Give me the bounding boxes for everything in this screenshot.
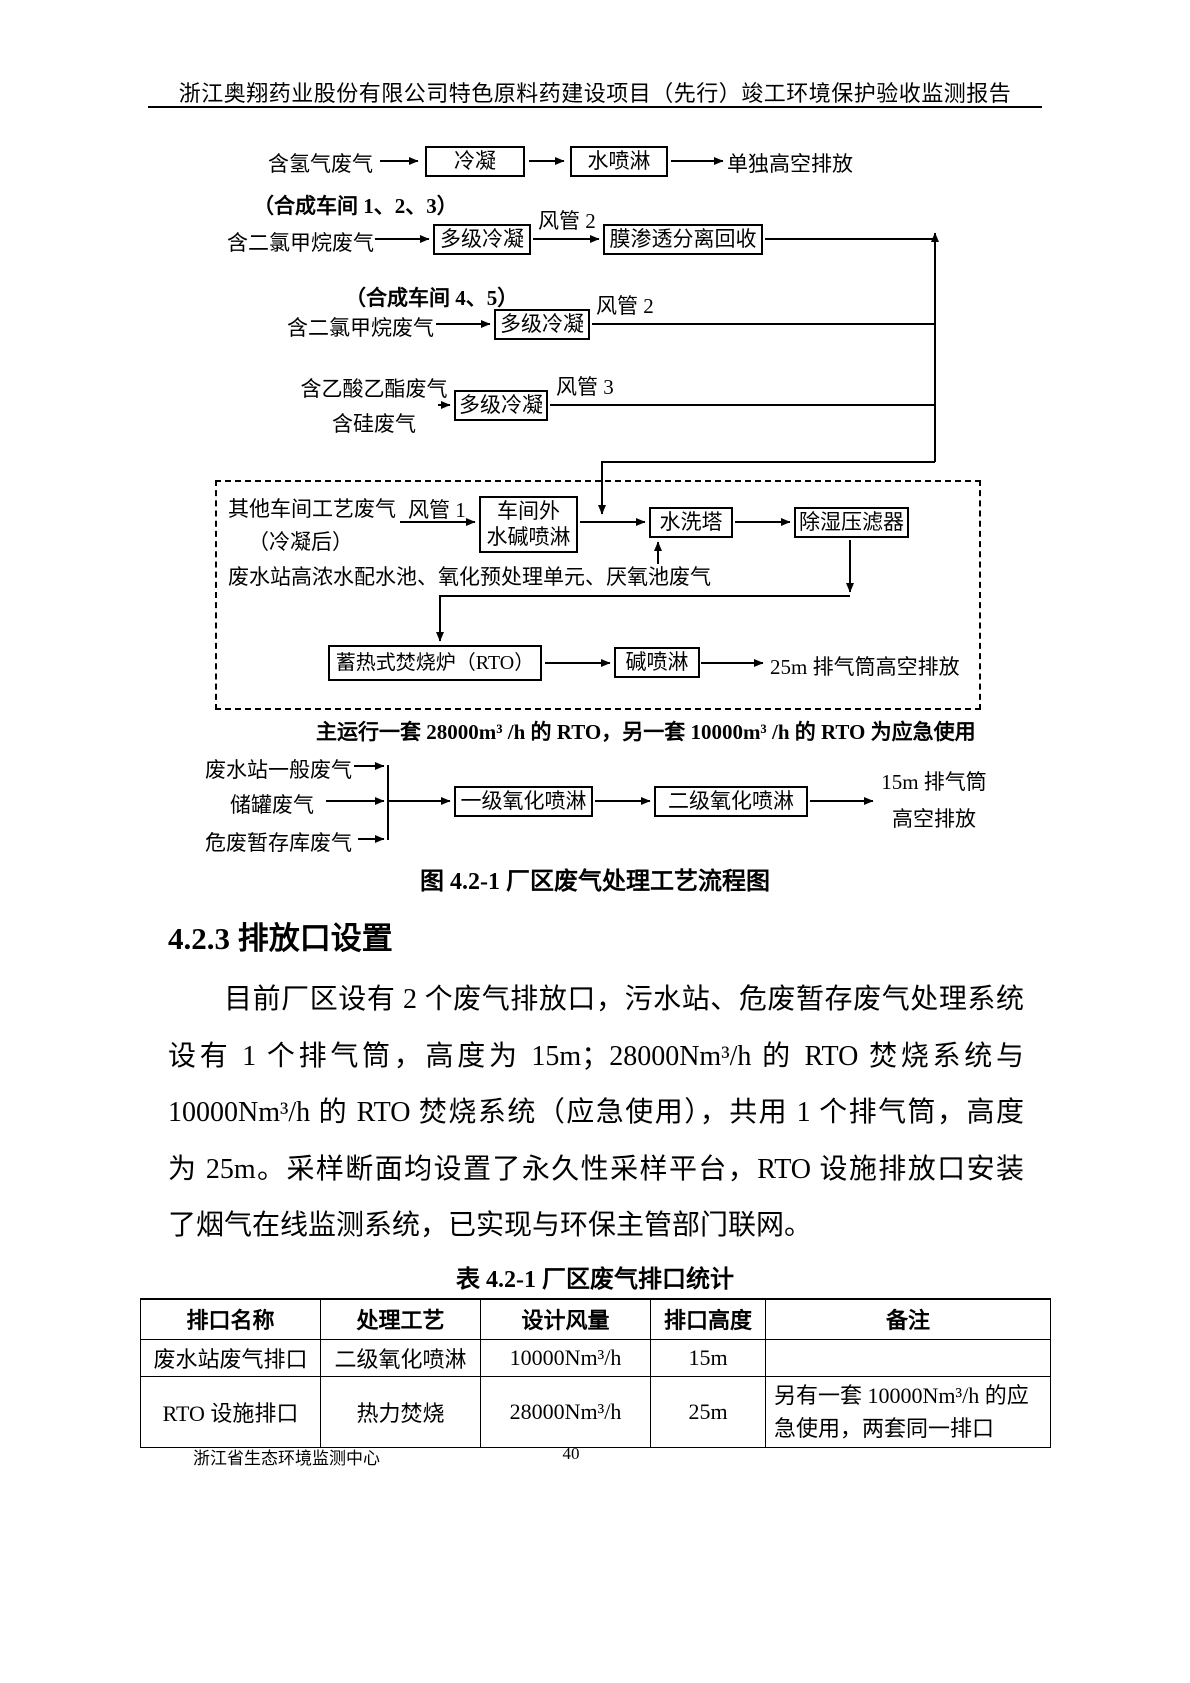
hazardous-storage-source-label: 危废暂存库废气 bbox=[205, 831, 352, 855]
workshop-45-label: （合成车间 4、5） bbox=[345, 286, 519, 310]
outdoor-alkali-spray-line1: 车间外 bbox=[497, 499, 560, 524]
stack-15m-outlet-label: 15m 排气筒 高空排放 bbox=[876, 764, 992, 838]
paragraph-line: 了烟气在线监测系统，已实现与环保主管部门联网。 bbox=[168, 1210, 813, 1241]
figure-caption: 图 4.2-1 厂区废气处理工艺流程图 bbox=[420, 869, 770, 895]
stack-25m-outlet-label: 25m 排气筒高空排放 bbox=[770, 655, 960, 679]
other-workshop-source-line1: 其他车间工艺废气 bbox=[228, 497, 396, 521]
outdoor-alkali-spray-line2: 水碱喷淋 bbox=[486, 524, 571, 549]
separate-outlet-label: 单独高空排放 bbox=[727, 152, 853, 176]
table-caption: 表 4.2-1 厂区废气排口统计 bbox=[456, 1267, 734, 1293]
cell-process: 热力焚烧 bbox=[320, 1375, 481, 1448]
paragraph-line: 10000Nm³/h 的 RTO 焚烧系统（应急使用），共用 1 个排气筒，高度 bbox=[168, 1097, 1024, 1128]
alkali-spray-box: 碱喷淋 bbox=[614, 647, 700, 678]
col-header-design-flow: 设计风量 bbox=[480, 1298, 651, 1340]
cell-outlet-height: 25m bbox=[650, 1375, 766, 1448]
cell-process: 二级氧化喷淋 bbox=[320, 1338, 481, 1377]
duct-1-label: 风管 1 bbox=[408, 498, 466, 522]
cell-outlet-name: RTO 设施排口 bbox=[140, 1375, 321, 1448]
rto-capacity-note: 主运行一套 28000m³ /h 的 RTO，另一套 10000m³ /h 的 … bbox=[316, 720, 976, 744]
dcm-source-label-1: 含二氯甲烷废气 bbox=[227, 231, 374, 255]
rto-incinerator-box: 蓄热式焚烧炉（RTO） bbox=[328, 645, 542, 681]
cell-remark: 另有一套 10000Nm³/h 的应急使用，两套同一排口 bbox=[765, 1375, 1051, 1448]
ethyl-silicon-source-label: 含乙酸乙酯废气 含硅废气 bbox=[300, 372, 448, 442]
cell-design-flow: 10000Nm³/h bbox=[480, 1338, 651, 1377]
cell-outlet-height: 15m bbox=[650, 1338, 766, 1377]
wastewater-general-source-label: 废水站一般废气 bbox=[205, 758, 352, 782]
rto-system-boundary bbox=[215, 480, 981, 710]
paragraph-line: 设有 1 个排气筒，高度为 15m；28000Nm³/h 的 RTO 焚烧系统与 bbox=[168, 1040, 1024, 1072]
duct-2-label-b: 风管 2 bbox=[596, 294, 654, 318]
stack-15m-line2: 高空排放 bbox=[892, 807, 976, 831]
col-header-outlet-height: 排口高度 bbox=[650, 1298, 766, 1340]
stack-15m-line1: 15m 排气筒 bbox=[881, 770, 987, 794]
col-header-outlet-name: 排口名称 bbox=[140, 1298, 321, 1340]
section-heading: 4.2.3 排放口设置 bbox=[168, 921, 393, 956]
water-spray-box: 水喷淋 bbox=[570, 146, 668, 177]
dehumidify-filter-box: 除湿压滤器 bbox=[794, 507, 909, 538]
stage1-oxidation-spray-box: 一级氧化喷淋 bbox=[454, 786, 593, 817]
ethyl-source-line1: 含乙酸乙酯废气 bbox=[300, 377, 448, 401]
header-rule bbox=[148, 106, 1042, 108]
cell-design-flow: 28000Nm³/h bbox=[480, 1375, 651, 1448]
condense-box: 冷凝 bbox=[425, 146, 525, 177]
footer-organization: 浙江省生态环境监测中心 bbox=[193, 1449, 380, 1468]
hydrogen-source-label: 含氢气废气 bbox=[268, 152, 373, 176]
workshop-123-label: （合成车间 1、2、3） bbox=[253, 194, 458, 218]
multistage-condense-box-2: 多级冷凝 bbox=[494, 309, 590, 340]
outlet-statistics-table: 排口名称 处理工艺 设计风量 排口高度 备注 废水站废气排口 二级氧化喷淋 10… bbox=[140, 1298, 1051, 1448]
storage-tank-source-label: 储罐废气 bbox=[230, 793, 314, 817]
ethyl-source-line2: 含硅废气 bbox=[332, 412, 416, 436]
multistage-condense-box-1: 多级冷凝 bbox=[433, 224, 531, 255]
stage2-oxidation-spray-box: 二级氧化喷淋 bbox=[654, 786, 808, 817]
other-workshop-source-line2: （冷凝后） bbox=[248, 530, 353, 554]
table-row: 废水站废气排口 二级氧化喷淋 10000Nm³/h 15m bbox=[140, 1338, 1051, 1377]
duct-2-label-a: 风管 2 bbox=[538, 209, 596, 233]
dcm-source-label-2: 含二氯甲烷废气 bbox=[287, 316, 434, 340]
table-row: RTO 设施排口 热力焚烧 28000Nm³/h 25m 另有一套 10000N… bbox=[140, 1375, 1051, 1448]
water-washing-tower-box: 水洗塔 bbox=[649, 507, 733, 538]
multistage-condense-box-3: 多级冷凝 bbox=[454, 390, 548, 421]
body-paragraph: 目前厂区设有 2 个废气排放口，污水站、危废暂存废气处理系统 设有 1 个排气筒… bbox=[168, 972, 1024, 1255]
page-header-title: 浙江奥翔药业股份有限公司特色原料药建设项目（先行）竣工环境保护验收监测报告 bbox=[178, 81, 1012, 106]
table-header-row: 排口名称 处理工艺 设计风量 排口高度 备注 bbox=[140, 1298, 1051, 1340]
paragraph-line: 目前厂区设有 2 个废气排放口，污水站、危废暂存废气处理系统 bbox=[224, 984, 1024, 1015]
duct-3-label: 风管 3 bbox=[556, 375, 614, 399]
col-header-remark: 备注 bbox=[765, 1298, 1051, 1340]
wastewater-station-source-label: 废水站高浓水配水池、氧化预处理单元、厌氧池废气 bbox=[228, 565, 711, 589]
page-number: 40 bbox=[562, 1444, 580, 1463]
col-header-process: 处理工艺 bbox=[320, 1298, 481, 1340]
cell-remark bbox=[765, 1338, 1051, 1377]
paragraph-line: 为 25m。采样断面均设置了永久性采样平台，RTO 设施排放口安装 bbox=[168, 1153, 1024, 1185]
membrane-recovery-box: 膜渗透分离回收 bbox=[603, 224, 763, 255]
cell-outlet-name: 废水站废气排口 bbox=[140, 1338, 321, 1377]
outdoor-alkali-spray-box: 车间外 水碱喷淋 bbox=[479, 496, 578, 553]
